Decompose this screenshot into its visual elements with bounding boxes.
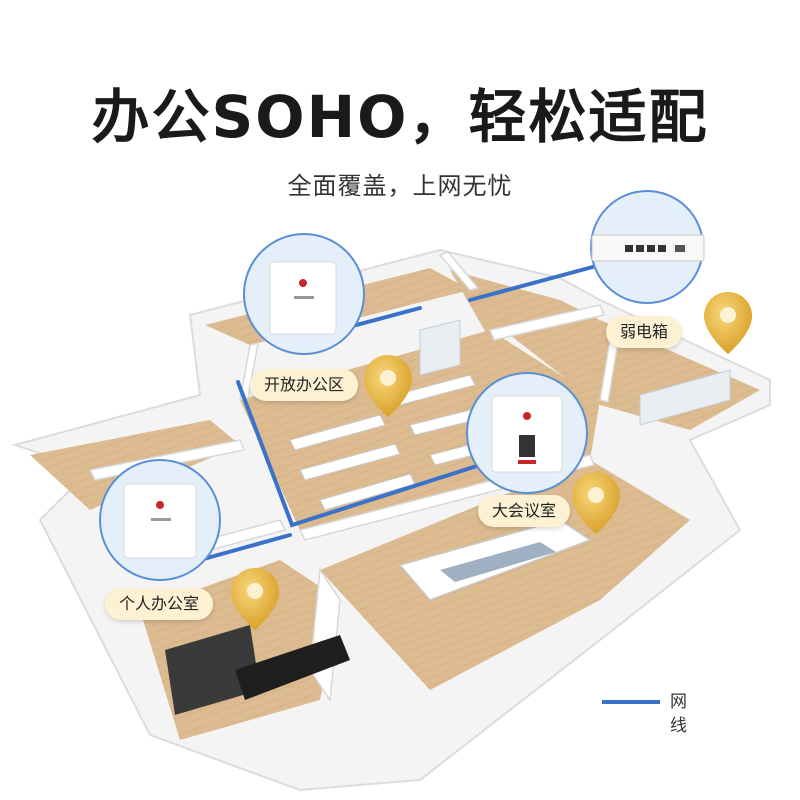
zone-label-personal-office: 个人办公室	[105, 588, 214, 620]
personal-office-desk	[165, 625, 350, 715]
page-title: 办公SOHO，轻松适配	[91, 83, 709, 151]
ap-device-conference	[466, 372, 588, 494]
conference-table	[398, 519, 592, 601]
network-cable	[198, 263, 602, 562]
location-pin-icon	[704, 292, 752, 354]
location-pin-icon	[572, 472, 620, 534]
zone-label-weak-current-box: 弱电箱	[606, 316, 683, 348]
ap-device-personal-office	[99, 459, 221, 581]
zone-label-open-office: 开放办公区	[250, 369, 359, 401]
legend-label: 网线	[670, 692, 687, 736]
page-subtitle: 全面覆盖，上网无忧	[287, 172, 513, 200]
location-pin-icon	[364, 355, 412, 417]
legend-cable-swatch	[602, 700, 660, 704]
location-pin-icon	[231, 568, 279, 630]
switch-device-weak-current-box	[590, 190, 705, 304]
ap-device-open-office	[243, 233, 365, 355]
glass-partitions	[419, 319, 731, 426]
zone-label-conference-room: 大会议室	[478, 495, 571, 527]
